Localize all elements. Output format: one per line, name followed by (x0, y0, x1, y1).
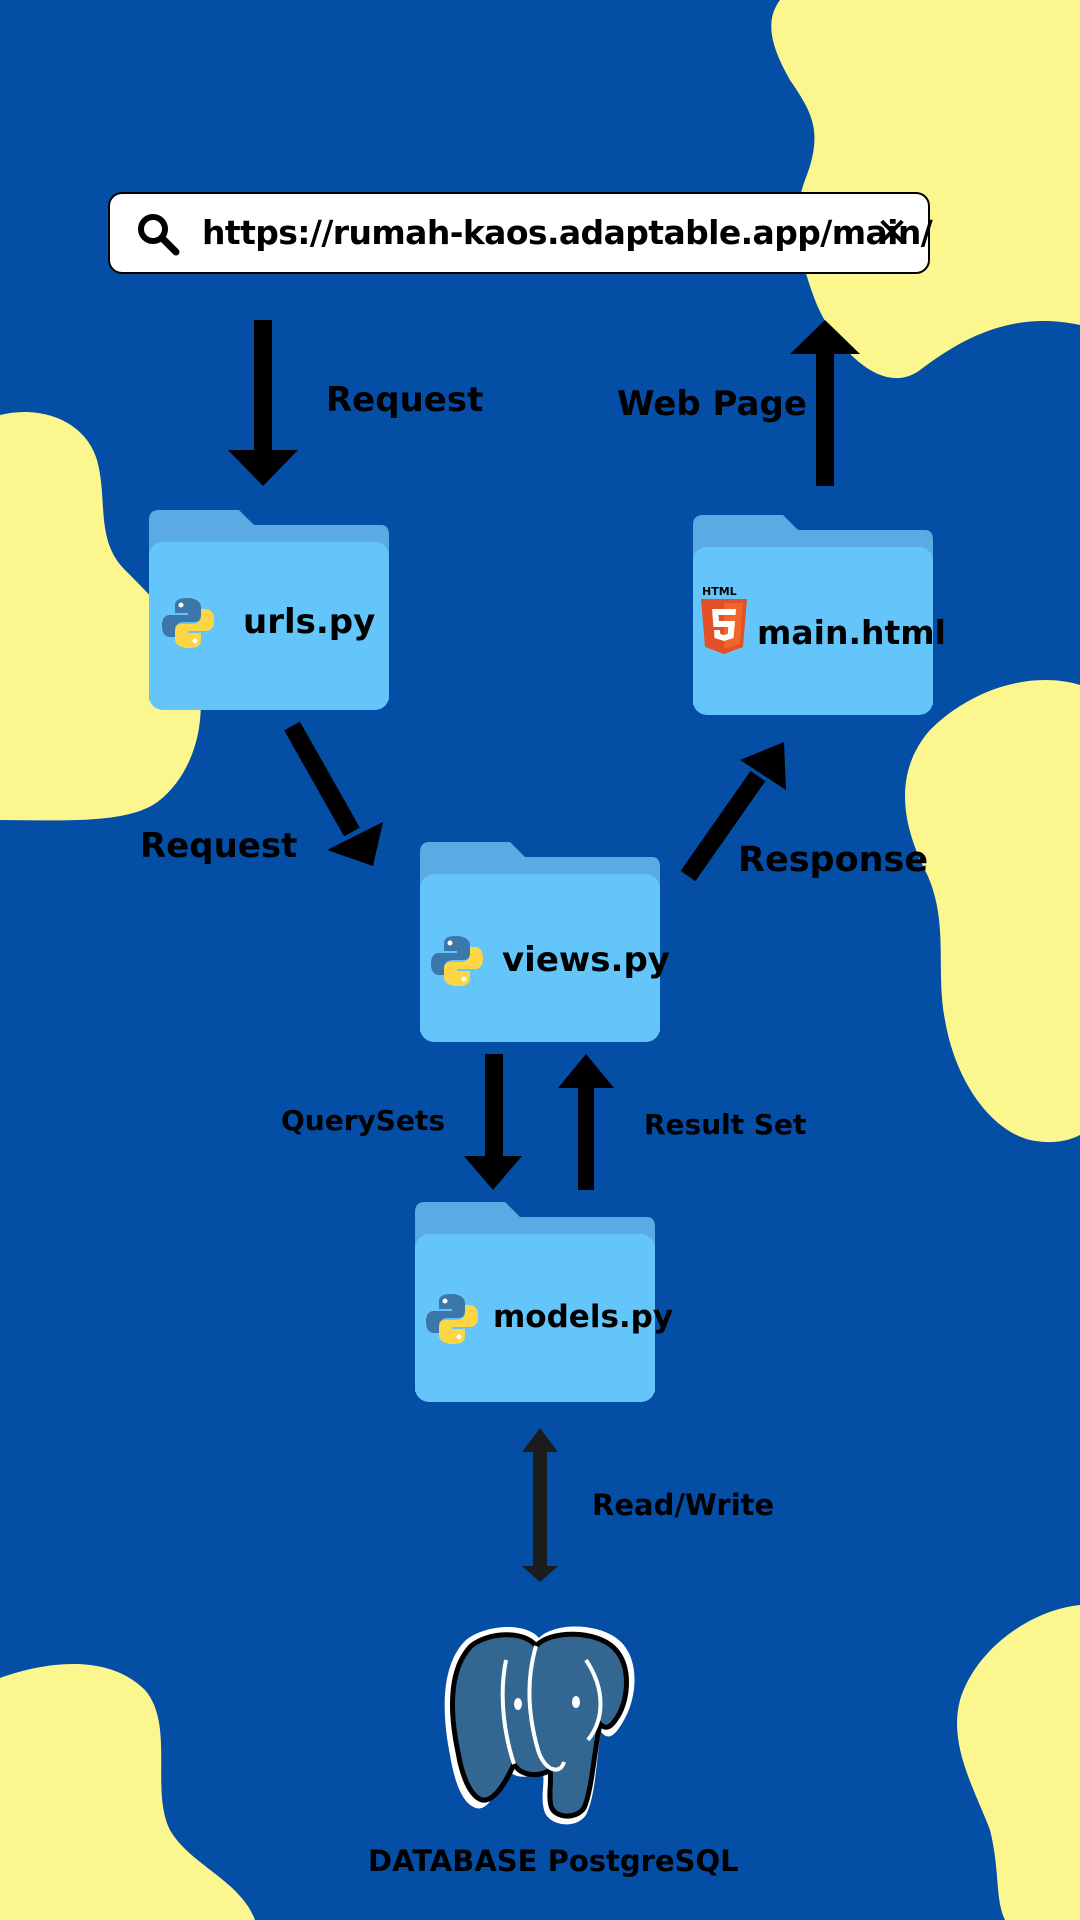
close-icon[interactable]: ✕ (875, 210, 909, 256)
label-request-top: Request (326, 380, 484, 420)
arrow-request-diagonal (284, 721, 383, 866)
label-querysets: QuerySets (281, 1104, 445, 1137)
database-label: DATABASE PostgreSQL (368, 1844, 739, 1878)
folder-shape (420, 842, 660, 1042)
arrow-querysets-down (464, 1054, 522, 1190)
arrow-webpage-up (790, 320, 860, 486)
url-text[interactable]: https://rumah-kaos.adaptable.app/main/ (202, 213, 933, 252)
blob-bottom-right (957, 1605, 1080, 1920)
blob-bottom-left (0, 1664, 255, 1920)
folder-main-html[interactable]: HTML main.html (693, 515, 946, 715)
blob-mid-right (905, 680, 1080, 1143)
folder-shape (415, 1202, 655, 1402)
html5-icon-text: HTML (702, 585, 737, 598)
folder-shape (693, 515, 933, 715)
folder-views[interactable]: views.py (420, 842, 670, 1042)
html5-icon: HTML (699, 585, 749, 665)
arrow-request-down (228, 320, 298, 486)
postgresql-elephant-icon (444, 1626, 635, 1825)
python-icon (426, 1294, 478, 1344)
python-icon (162, 598, 214, 648)
label-web-page: Web Page (617, 384, 807, 424)
folder-urls[interactable]: urls.py (149, 510, 389, 710)
arrow-read-write (522, 1428, 558, 1582)
blob-left (0, 412, 201, 821)
file-label-models: models.py (493, 1299, 674, 1335)
label-result-set: Result Set (644, 1108, 807, 1141)
label-response: Response (738, 840, 929, 880)
file-label-views: views.py (502, 940, 670, 980)
file-label-main-html: main.html (757, 613, 946, 652)
folder-models[interactable]: models.py (415, 1202, 673, 1402)
blob-top-right (771, 0, 1080, 379)
label-read-write: Read/Write (592, 1488, 775, 1522)
url-search-bar[interactable]: https://rumah-kaos.adaptable.app/main/ ✕ (108, 192, 933, 274)
python-icon (431, 936, 483, 986)
folder-shape (149, 510, 389, 710)
arrow-resultset-up (558, 1054, 614, 1190)
arrow-response-diagonal (680, 742, 786, 882)
search-icon (138, 214, 180, 256)
label-request-mid: Request (140, 826, 298, 866)
file-label-urls: urls.py (243, 602, 376, 642)
